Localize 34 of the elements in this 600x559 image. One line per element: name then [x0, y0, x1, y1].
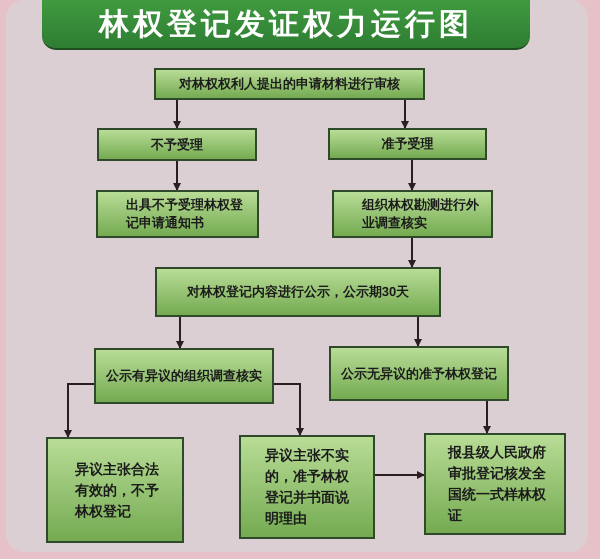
process-box [155, 267, 441, 317]
box-text: 组织林权勘测进行外业调查核实 [362, 196, 480, 232]
box-text: 对林权权利人提出的申请材料进行审核 [179, 75, 400, 93]
process-box [332, 190, 493, 238]
arrow [176, 317, 184, 349]
box-text: 公示有异议的组织调查核实 [106, 367, 262, 385]
process-box [96, 190, 259, 238]
title: 林权登记发证权力运行图 [99, 6, 473, 42]
box-text: 对林权登记内容进行公示，公示期30天 [186, 283, 410, 301]
arrow [64, 383, 94, 438]
process-box [328, 128, 487, 160]
box-text: 出具不予受理林权登记申请通知书 [126, 196, 244, 232]
arrow [401, 100, 409, 129]
arrow [414, 317, 422, 347]
process-box [239, 435, 375, 539]
process-box [329, 346, 509, 401]
arrow [408, 238, 416, 268]
box-text: 报县级人民政府审批登记核发全国统一式样林权证 [448, 443, 547, 525]
arrow [173, 100, 181, 129]
arrow [483, 401, 491, 434]
box-text: 异议主张合法有效的，不予林权登记 [75, 460, 160, 520]
process-box [94, 348, 274, 404]
box-text: 不予受理 [151, 136, 203, 154]
box-text: 异议主张不实的，准予林权登记并书面说明理由 [265, 446, 350, 528]
arrow [274, 383, 304, 436]
arrow [173, 161, 181, 191]
box-text: 准予受理 [382, 135, 434, 153]
arrow [408, 160, 416, 191]
process-box [424, 433, 566, 535]
process-box [154, 68, 425, 100]
arrow [375, 471, 425, 479]
process-box [97, 128, 257, 161]
process-box [46, 437, 184, 543]
box-text: 公示无异议的准予林权登记 [341, 364, 497, 382]
